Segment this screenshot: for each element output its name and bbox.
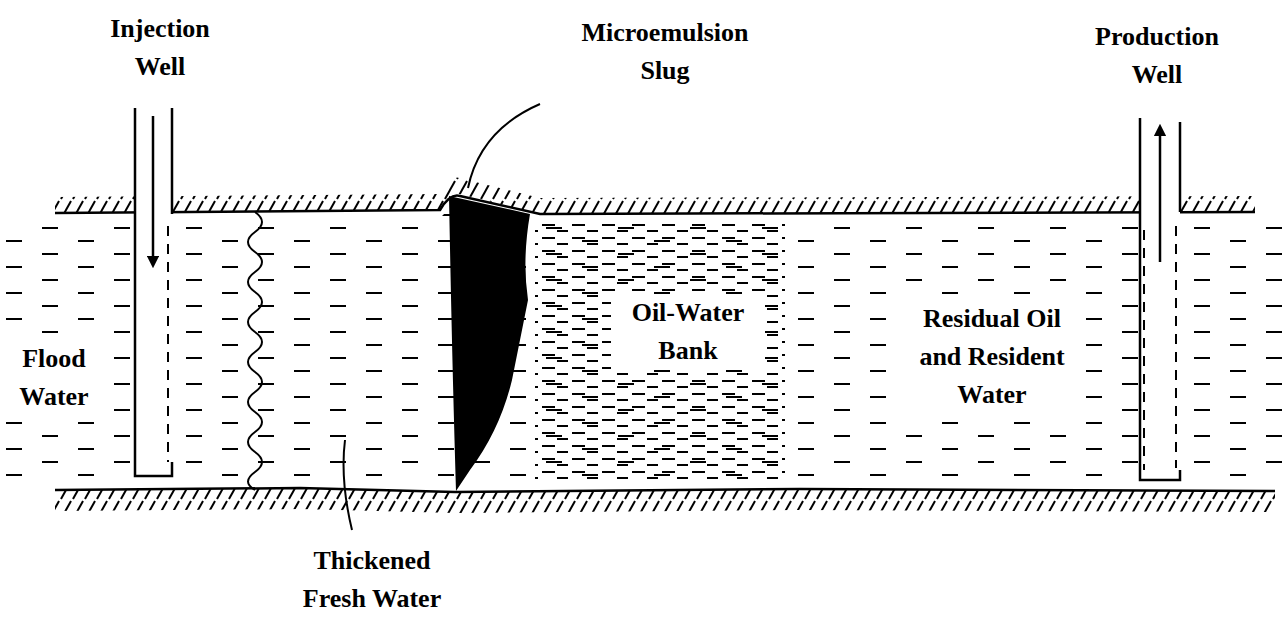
injection-well bbox=[135, 108, 172, 476]
bottom-boundary bbox=[55, 488, 1275, 492]
zone-label: Flood Water bbox=[4, 340, 104, 416]
zone-label: Residual Oil and Resident Water bbox=[899, 300, 1085, 414]
callout-label: Microemulsion Slug bbox=[563, 14, 767, 90]
well-label: Injection Well bbox=[92, 10, 228, 86]
surface-hatching bbox=[55, 177, 1255, 214]
production-well bbox=[1140, 118, 1180, 480]
fluid-dashes bbox=[0, 190, 1285, 490]
leader-line bbox=[468, 104, 540, 188]
callout-label: Thickened Fresh Water bbox=[285, 542, 459, 618]
fresh-water-front bbox=[248, 212, 262, 490]
microemulsion-slug bbox=[449, 196, 530, 491]
zone-label: Oil-Water Bank bbox=[611, 294, 765, 370]
well-label: Production Well bbox=[1080, 18, 1234, 94]
bottom-hatching bbox=[55, 488, 1275, 513]
top-boundary bbox=[55, 196, 1255, 214]
leader-line bbox=[344, 440, 352, 530]
